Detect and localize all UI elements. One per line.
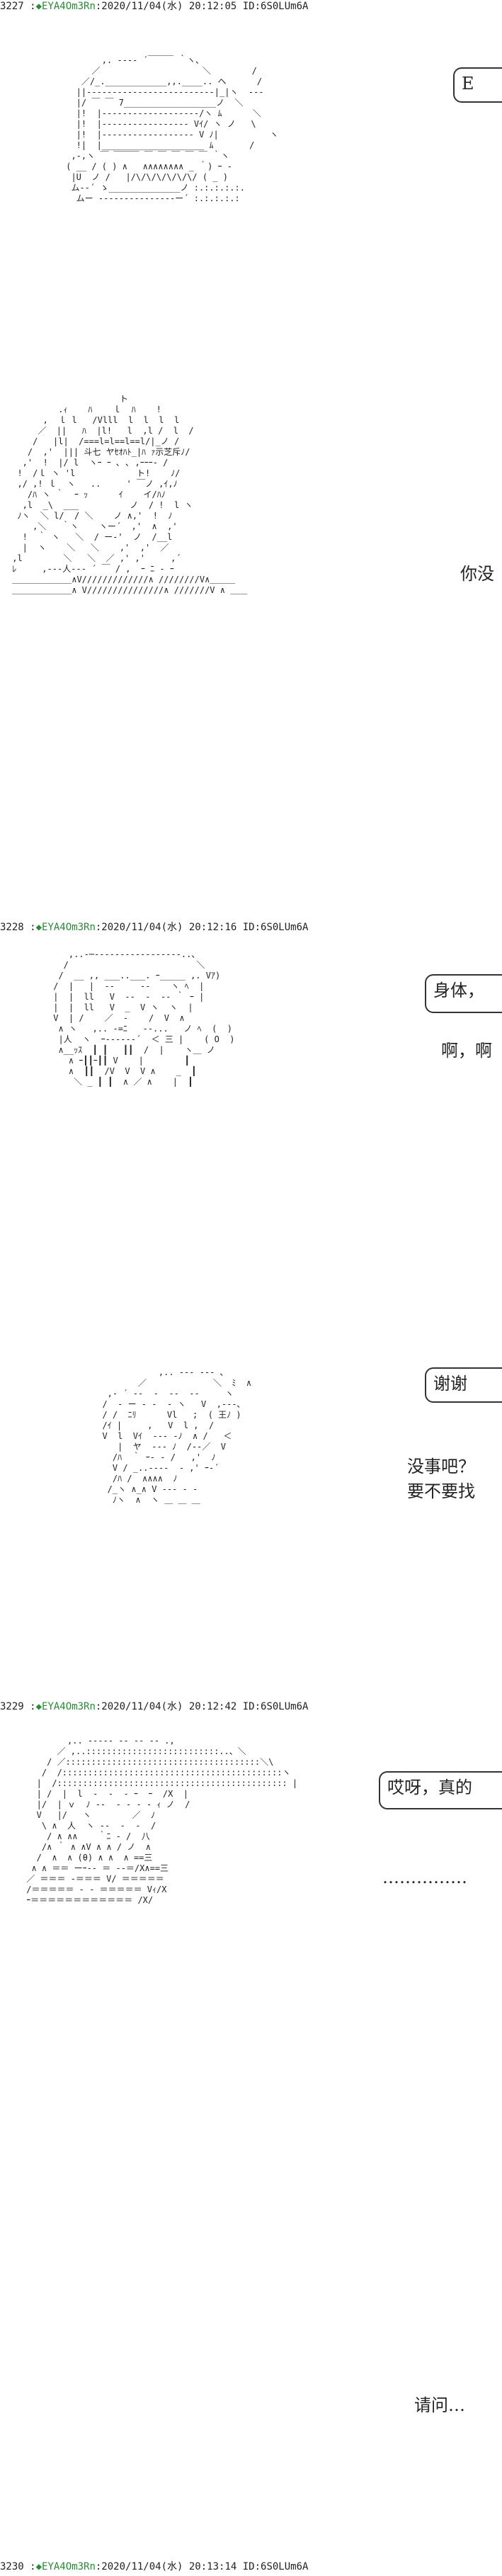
post-meta: :2020/11/04(水) 20:12:05 ID:6S0LUm6A [95, 1, 309, 12]
trip-diamond-icon: ◆ [35, 922, 42, 933]
post-header: 3228 :◆EYA4Om3Rn:2020/11/04(水) 20:12:16 … [0, 921, 308, 934]
dialogue-text: 要不要找 [407, 1481, 475, 1501]
poster-name[interactable]: EYA4Om3Rn [42, 1, 96, 12]
ascii-art-character: ,..-─‐‐‐‐‐‐‐‐‐‐‐‐‐‐‐‐-..、 / ＼ / __ ,, __… [53, 949, 235, 1087]
ascii-art-character: ,. -‐‐‐ ´￣￣￣ ｀ヽ、 ／ ＼ / ／/_.____________,… [66, 55, 278, 203]
ascii-art-character: ,.. ‐‐‐ ‐‐‐ ､ ／ ＼ ﾐ ∧ ,- ´ ‐‐ ‐ ‐‐ ‐‐ ヽ … [102, 1367, 252, 1505]
post-header: 3227 :◆EYA4Om3Rn:2020/11/04(水) 20:12:05 … [0, 0, 308, 13]
speech-bubble: 谢谢 [425, 1367, 502, 1403]
poster-name[interactable]: EYA4Om3Rn [42, 2561, 96, 2572]
dialogue-text: E [462, 74, 474, 94]
speech-bubble: E [453, 67, 502, 103]
ascii-art-character: ,.. -‐‐‐‐ ‐‐ ‐‐ ‐- ., ／ ,..:::::::::::::… [26, 1736, 298, 1905]
post-meta: :2020/11/04(水) 20:12:42 ID:6S0LUm6A [95, 1701, 309, 1712]
dialogue-text: 啊，啊 [441, 1041, 492, 1061]
post-number: 3229 : [0, 1701, 36, 1712]
post-meta: :2020/11/04(水) 20:13:14 ID:6S0LUm6A [95, 2561, 309, 2572]
dialogue-text: 请问… [414, 2395, 465, 2415]
post-header: 3229 :◆EYA4Om3Rn:2020/11/04(水) 20:12:42 … [0, 1700, 308, 1713]
post-number: 3228 : [0, 922, 36, 933]
speech-bubble: 身体， [425, 974, 502, 1013]
post-header: 3230 :◆EYA4Om3Rn:2020/11/04(水) 20:13:14 … [0, 2560, 308, 2573]
dialogue-text: 谢谢 [433, 1374, 467, 1394]
ascii-art-character: ト .ｨ ﾊ ｌ ﾊ ! , ｌ l /Vlll l l l l ／ || ﾊ … [12, 394, 248, 595]
post-number: 3230 : [0, 2561, 36, 2572]
dialogue-text: 哎呀，真的 [387, 1778, 472, 1797]
dialogue-text: …………… [382, 1868, 467, 1887]
trip-diamond-icon: ◆ [35, 1, 42, 12]
dialogue-text: 没事吧？ [407, 1457, 475, 1476]
dialogue-text: 身体， [433, 981, 484, 1000]
dialogue-text: 你没 [460, 564, 494, 584]
poster-name[interactable]: EYA4Om3Rn [42, 1701, 96, 1712]
poster-name[interactable]: EYA4Om3Rn [42, 922, 96, 933]
trip-diamond-icon: ◆ [35, 1701, 42, 1712]
post-meta: :2020/11/04(水) 20:12:16 ID:6S0LUm6A [95, 922, 309, 933]
trip-diamond-icon: ◆ [35, 2561, 42, 2572]
speech-bubble: 哎呀，真的 [379, 1771, 502, 1809]
post-number: 3227 : [0, 1, 36, 12]
